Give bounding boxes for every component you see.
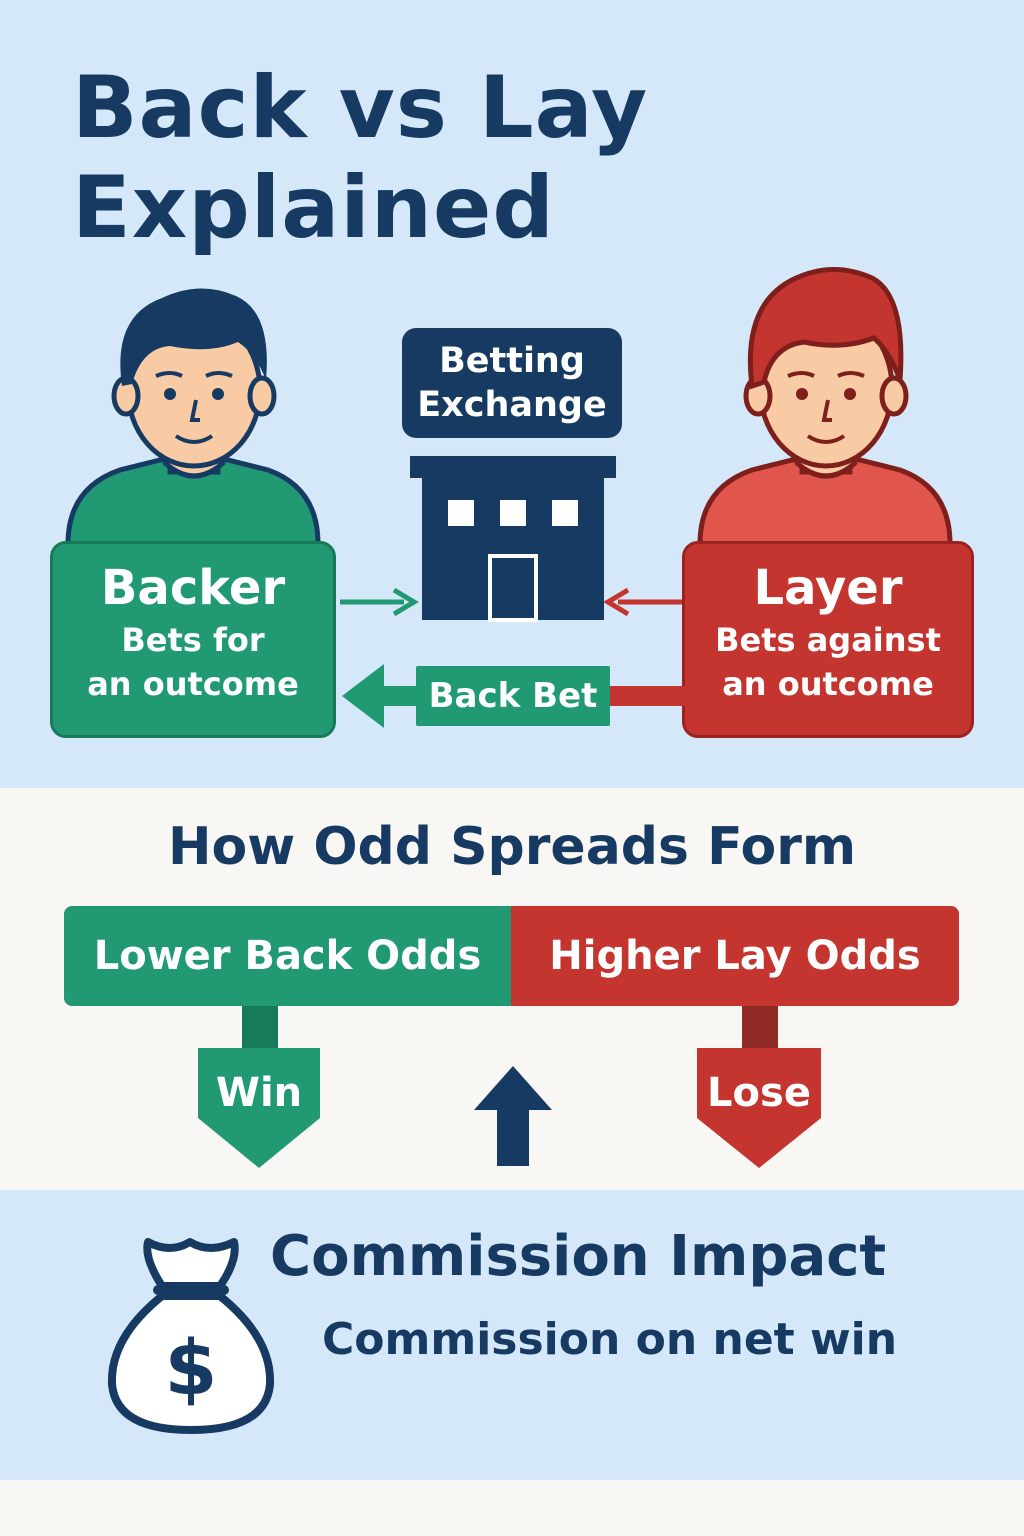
lower-back-odds-segment: Lower Back Odds bbox=[64, 906, 511, 1006]
up-arrow-icon bbox=[474, 1066, 552, 1166]
backer-to-exchange-arrow bbox=[340, 587, 419, 617]
exchange-building-icon bbox=[410, 454, 616, 626]
layer-title: Layer bbox=[753, 560, 903, 616]
exchange-label-line-2: Exchange bbox=[417, 385, 607, 425]
higher-lay-odds-segment: Higher Lay Odds bbox=[511, 906, 959, 1006]
back-bet-label: Back Bet bbox=[416, 666, 610, 726]
backer-title: Backer bbox=[100, 560, 286, 616]
backer-person-icon bbox=[60, 276, 330, 546]
odds-spread-bar: Lower Back Odds Higher Lay Odds bbox=[64, 906, 959, 1006]
backer-desc-line-1: Bets for bbox=[121, 621, 265, 659]
backer-desc-line-2: an outcome bbox=[87, 665, 299, 703]
layer-person-icon bbox=[692, 254, 962, 546]
betting-exchange-label: Betting Exchange bbox=[402, 328, 622, 438]
footer-strip bbox=[0, 1480, 1024, 1536]
back-bet-arrow bbox=[342, 664, 686, 728]
outcome-arrows bbox=[198, 1006, 821, 1168]
page-title: Back vs Lay Explained bbox=[72, 58, 832, 258]
layer-to-exchange-arrow bbox=[603, 587, 682, 617]
spreads-heading: How Odd Spreads Form bbox=[167, 817, 857, 877]
layer-card: Layer Bets against an outcome bbox=[682, 541, 974, 738]
title-line-2: Explained bbox=[72, 158, 555, 258]
win-arrow-icon bbox=[198, 1006, 320, 1168]
svg-text:$: $ bbox=[165, 1323, 218, 1412]
lose-arrow-icon bbox=[697, 1006, 821, 1168]
layer-desc-line-2: an outcome bbox=[722, 665, 934, 703]
layer-desc-line-1: Bets against bbox=[715, 621, 941, 659]
win-label: Win bbox=[215, 1070, 303, 1116]
flow-arrows bbox=[340, 587, 686, 728]
money-bag-dollar-icon: $ bbox=[104, 1228, 278, 1442]
commission-description: Commission on net win bbox=[322, 1314, 898, 1365]
title-line-1: Back vs Lay bbox=[72, 58, 649, 158]
lose-label: Lose bbox=[707, 1070, 811, 1116]
backer-card: Backer Bets for an outcome bbox=[50, 541, 336, 738]
commission-title: Commission Impact bbox=[270, 1224, 887, 1289]
exchange-label-line-1: Betting bbox=[439, 341, 585, 381]
